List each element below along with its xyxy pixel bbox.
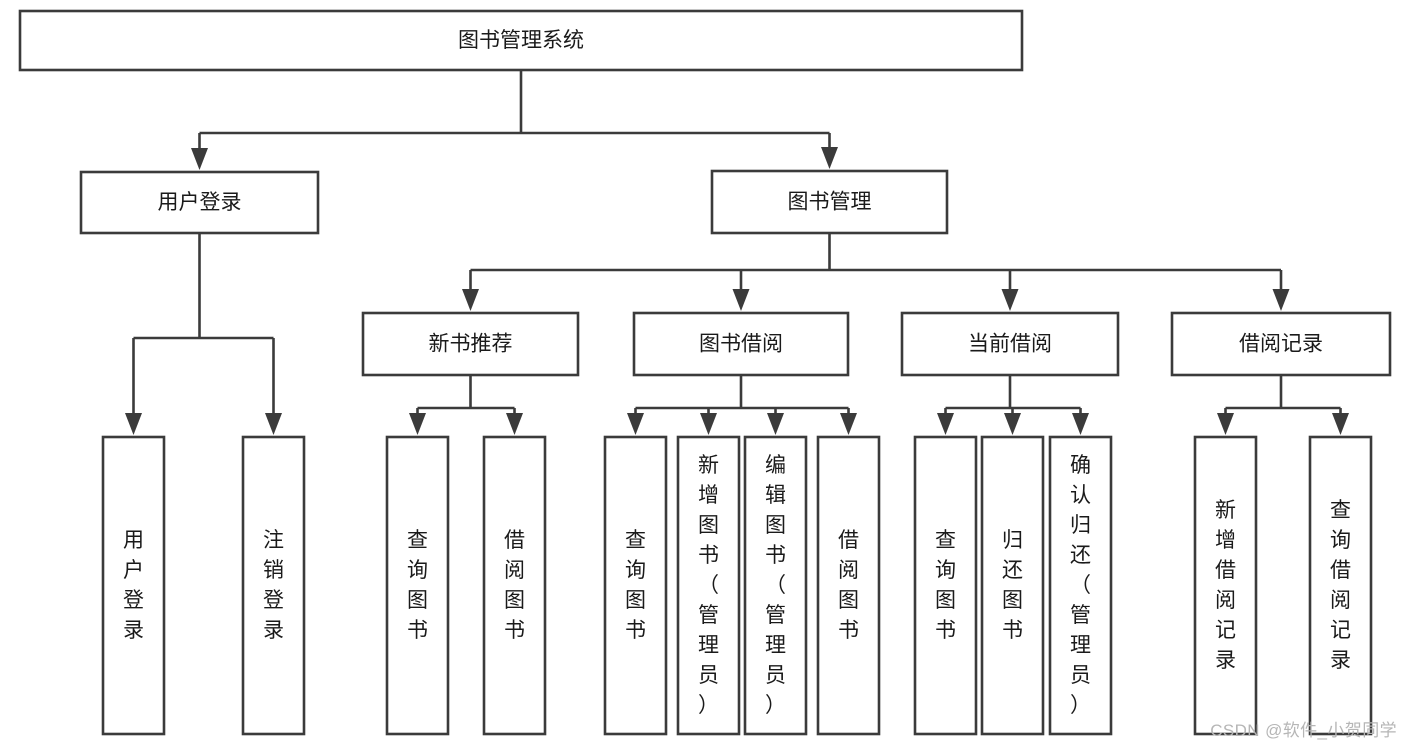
node-label: 借阅图书 — [838, 529, 859, 642]
node-box — [603, 435, 668, 736]
arrow-head — [840, 413, 857, 435]
node-edit-book[interactable]: 编辑图书（管理员） — [743, 435, 808, 736]
node-add-borrow-record[interactable]: 新增借阅记录 — [1193, 435, 1258, 736]
node-label: 用户登录 — [123, 529, 144, 642]
node-label: 查询图书 — [407, 529, 428, 642]
node-label: 注销登录 — [263, 529, 284, 642]
arrow-head — [937, 413, 954, 435]
arrow-head — [1217, 413, 1234, 435]
node-borrow-book-1[interactable]: 借阅图书 — [482, 435, 547, 736]
arrow-head — [767, 413, 784, 435]
node-box — [913, 435, 978, 736]
node-user-logout[interactable]: 注销登录 — [241, 435, 306, 736]
node-box — [1308, 435, 1373, 736]
arrow-head — [1072, 413, 1089, 435]
node-user-login[interactable]: 用户登录 — [79, 170, 320, 235]
node-book-manage[interactable]: 图书管理 — [710, 169, 949, 235]
node-box — [482, 435, 547, 736]
node-query-borrow-record[interactable]: 查询借阅记录 — [1308, 435, 1373, 736]
node-label: 图书管理 — [788, 191, 872, 214]
node-query-book-1[interactable]: 查询图书 — [385, 435, 450, 736]
arrow-head — [462, 289, 479, 311]
arrow-head — [506, 413, 523, 435]
node-label: 当前借阅 — [968, 333, 1052, 356]
node-label: 查询图书 — [935, 529, 956, 642]
arrow-head — [265, 413, 282, 435]
arrow-head — [700, 413, 717, 435]
node-label: 用户登录 — [158, 191, 242, 214]
node-box — [1170, 311, 1392, 377]
node-current-borrow[interactable]: 当前借阅 — [900, 311, 1120, 377]
node-label: 新增借阅记录 — [1215, 499, 1236, 672]
node-query-book-3[interactable]: 查询图书 — [913, 435, 978, 736]
node-layer: 图书管理系统用户登录图书管理用户登录注销登录新书推荐查询图书借阅图书图书借阅查询… — [18, 9, 1392, 736]
node-label: 借阅图书 — [504, 529, 525, 642]
node-box — [676, 435, 741, 736]
node-root-system[interactable]: 图书管理系统 — [18, 9, 1024, 72]
node-box — [385, 435, 450, 736]
node-user-login-do[interactable]: 用户登录 — [101, 435, 166, 736]
node-label: 图书管理系统 — [458, 29, 584, 52]
watermark-label: CSDN @软件_小贺同学 — [1210, 721, 1397, 740]
node-box — [101, 435, 166, 736]
arrow-head — [125, 413, 142, 435]
arrow-head — [191, 148, 208, 170]
node-label: 图书借阅 — [699, 333, 783, 356]
node-book-borrow[interactable]: 图书借阅 — [632, 311, 850, 377]
node-label: 查询借阅记录 — [1330, 499, 1351, 672]
node-borrow-record[interactable]: 借阅记录 — [1170, 311, 1392, 377]
node-box — [79, 170, 320, 235]
connector-layer — [125, 70, 1349, 435]
node-box — [18, 9, 1024, 72]
arrow-head — [1001, 289, 1019, 311]
arrow-head — [1272, 289, 1290, 311]
node-box — [900, 311, 1120, 377]
node-box — [710, 169, 949, 235]
arrow-head — [1332, 413, 1349, 435]
arrow-head — [627, 413, 644, 435]
arrow-head — [821, 147, 838, 169]
node-box — [816, 435, 881, 736]
node-query-book-2[interactable]: 查询图书 — [603, 435, 668, 736]
node-return-book[interactable]: 归还图书 — [980, 435, 1045, 736]
node-borrow-book-2[interactable]: 借阅图书 — [816, 435, 881, 736]
node-box — [980, 435, 1045, 736]
arrow-head — [732, 289, 750, 311]
node-confirm-return[interactable]: 确认归还（管理员） — [1048, 435, 1113, 736]
node-add-book[interactable]: 新增图书（管理员） — [676, 435, 741, 736]
node-new-book-recommend[interactable]: 新书推荐 — [361, 311, 580, 377]
node-box — [1193, 435, 1258, 736]
node-label: 编辑图书（管理员） — [765, 454, 786, 717]
node-box — [1048, 435, 1113, 736]
node-label: 确认归还（管理员） — [1070, 454, 1091, 717]
node-box — [743, 435, 808, 736]
arrow-head — [409, 413, 426, 435]
node-label: 归还图书 — [1002, 529, 1023, 642]
node-box — [632, 311, 850, 377]
node-label: 借阅记录 — [1239, 333, 1323, 356]
node-box — [361, 311, 580, 377]
node-label: 新书推荐 — [429, 333, 513, 356]
node-label: 查询图书 — [625, 529, 646, 642]
arrow-head — [1004, 413, 1021, 435]
node-box — [241, 435, 306, 736]
node-label: 新增图书（管理员） — [698, 454, 719, 717]
